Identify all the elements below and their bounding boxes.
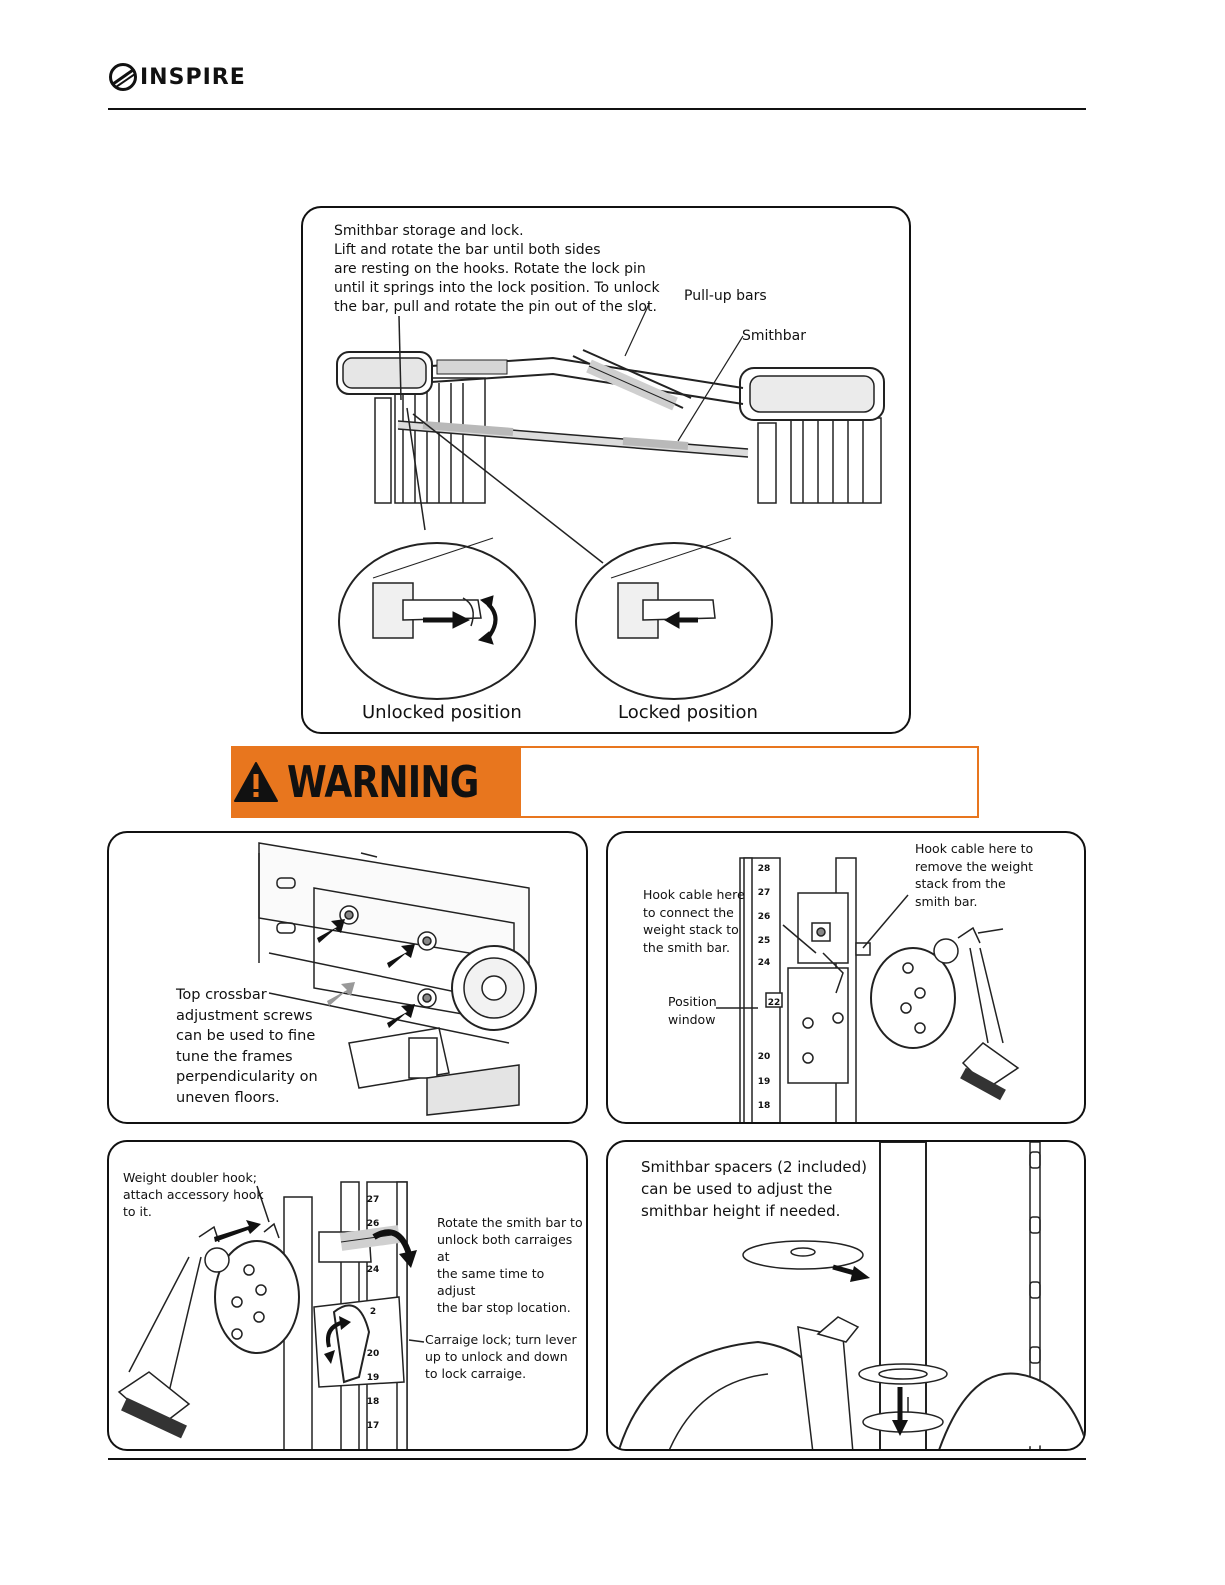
weight-doubler-hook-label: Weight doubler hook; attach accessory ho…	[123, 1170, 264, 1219]
cable-hook-illustration: 28 27 26 25 24 22 20 19 18	[716, 857, 1020, 1122]
scale-number: 20	[367, 1349, 380, 1359]
scale-number: 18	[367, 1397, 380, 1407]
footer-rule	[108, 1458, 1086, 1460]
header-rule	[108, 108, 1086, 110]
smithbar-storage-illustration	[336, 303, 885, 700]
scale-number: 19	[367, 1373, 380, 1383]
remove-weight-stack-label: Hook cable here to remove the weight sta…	[915, 841, 1034, 909]
warning-banner: WARNING	[231, 746, 979, 818]
pull-up-bars-label: Pull-up bars	[684, 288, 767, 304]
scale-number: 27	[367, 1195, 380, 1205]
unlocked-position-label: Unlocked position	[362, 702, 522, 723]
scale-number: 24	[758, 958, 771, 968]
smithbar-spacers-illustration	[618, 1142, 1084, 1449]
connect-weight-stack-label: Hook cable here to connect the weight st…	[643, 887, 745, 955]
scale-number: 27	[758, 888, 771, 898]
crossbar-screws-illustration	[258, 842, 537, 1116]
carriage-lock-panel: 27 26 24 2 20 19 18 17 Weight doubler ho…	[107, 1140, 588, 1451]
warning-triangle-icon	[234, 762, 279, 802]
brand-logo: INSPIRE	[108, 62, 246, 92]
scale-number: 26	[367, 1219, 380, 1229]
smithbar-spacers-caption: Smithbar spacers (2 included) can be use…	[641, 1158, 867, 1220]
scale-number: 19	[758, 1077, 771, 1087]
rotate-smith-bar-label: Rotate the smith bar to unlock both carr…	[437, 1215, 583, 1315]
position-window-label: Position window	[668, 994, 717, 1027]
smithbar-storage-panel: Smithbar storage and lock. Lift and rota…	[301, 206, 911, 734]
scale-number: 2	[370, 1307, 376, 1317]
warning-label: WARNING	[287, 756, 479, 808]
carriage-lock-illustration: 27 26 24 2 20 19 18 17	[117, 1181, 425, 1449]
scale-number: 20	[758, 1052, 771, 1062]
scale-number: 18	[758, 1101, 771, 1111]
smithbar-storage-caption: Smithbar storage and lock. Lift and rota…	[334, 223, 660, 315]
smithbar-label: Smithbar	[742, 328, 806, 344]
crossbar-screws-panel: Top crossbar adjustment screws can be us…	[107, 831, 588, 1124]
scale-number: 26	[758, 912, 771, 922]
warning-badge: WARNING	[233, 748, 521, 816]
crossbar-screws-caption: Top crossbar adjustment screws can be us…	[176, 987, 318, 1106]
scale-number: 25	[758, 936, 771, 946]
scale-number: 17	[367, 1421, 380, 1431]
inspire-logo-icon	[109, 63, 137, 91]
locked-position-label: Locked position	[618, 702, 758, 723]
scale-number: 24	[367, 1265, 380, 1275]
brand-name: INSPIRE	[140, 64, 246, 90]
smithbar-spacers-panel: Smithbar spacers (2 included) can be use…	[606, 1140, 1086, 1451]
scale-number: 28	[758, 864, 771, 874]
cable-hook-panel: 28 27 26 25 24 22 20 19 18 Hook cable he…	[606, 831, 1086, 1124]
carriage-lock-label: Carraige lock; turn lever up to unlock a…	[425, 1332, 577, 1381]
position-window-number: 22	[768, 998, 781, 1008]
